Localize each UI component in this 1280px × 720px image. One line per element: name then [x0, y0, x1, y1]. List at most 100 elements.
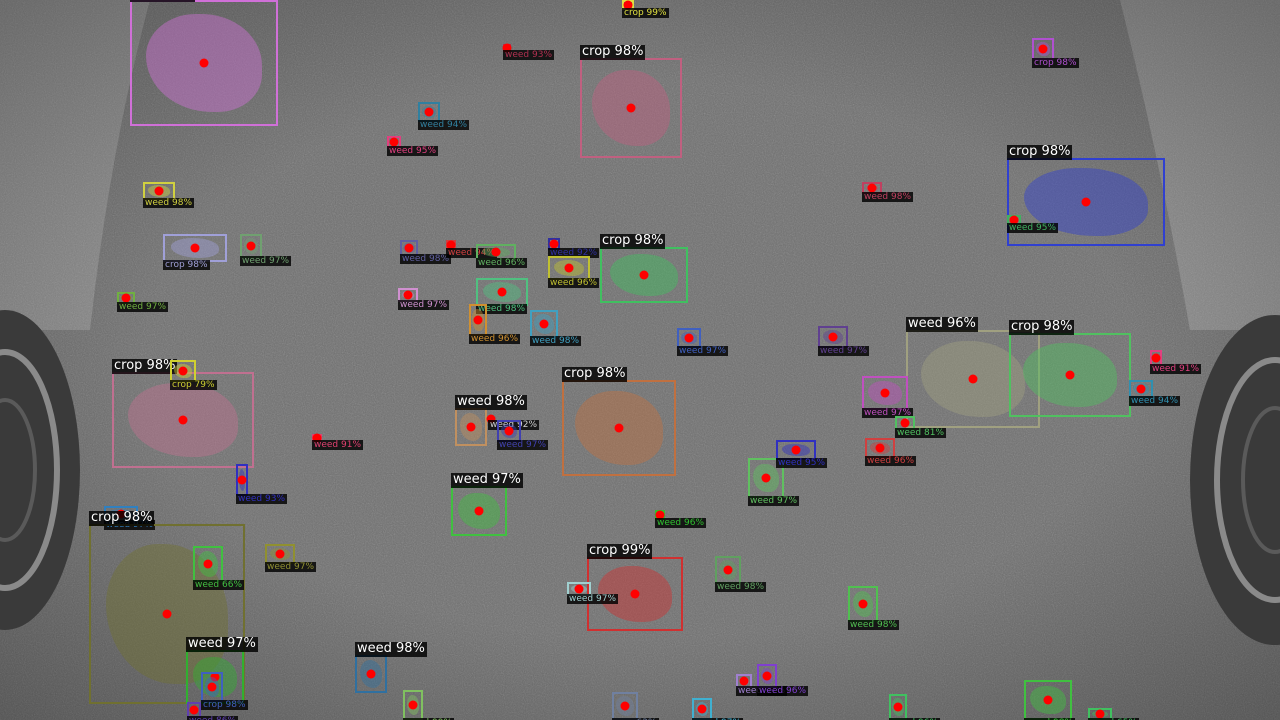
detection-box-crop: crop 98% [580, 44, 682, 158]
detection-box-weed: weed 97% [497, 420, 549, 451]
centroid-dot [828, 332, 838, 342]
centroid-dot [504, 426, 514, 436]
centroid-dot [1009, 215, 1019, 225]
centroid-dot [893, 702, 903, 712]
detection-label: crop 99% [622, 8, 669, 19]
detection-box-weed: weed 96% [469, 304, 521, 345]
detection-box-weed: weed 94% [1129, 380, 1181, 407]
detection-box-weed: weed 96% [889, 694, 941, 720]
centroid-dot [880, 388, 890, 398]
centroid-dot [404, 243, 414, 253]
detection-label: crop 98% [1007, 144, 1073, 160]
centroid-dot [723, 565, 733, 575]
centroid-dot [246, 241, 256, 251]
detection-box-weed: weed 97% [692, 698, 744, 720]
detection-label: weed 97% [265, 562, 317, 573]
detection-label: weed 93% [503, 50, 555, 61]
detection-box-crop: crop 98% [163, 234, 227, 271]
detection-label: weed 97% [451, 472, 523, 488]
detection-label: weed 96% [889, 718, 941, 720]
centroid-dot [626, 103, 636, 113]
detection-label: weed 94% [1129, 396, 1181, 407]
detection-box-weed: weed 97% [748, 458, 800, 507]
centroid-dot [762, 671, 772, 681]
detection-box-weed: weed 92% [548, 238, 600, 259]
detection-box-weed: weed 98% [455, 394, 527, 446]
centroid-dot [639, 270, 649, 280]
detection-label: weed 96% [469, 334, 521, 345]
detection-box-weed: weed 98% [476, 278, 528, 315]
centroid-dot [1136, 384, 1146, 394]
detection-label: weed 97% [748, 496, 800, 507]
centroid-dot [403, 290, 413, 300]
centroid-dot [389, 137, 399, 147]
detection-box-crop: crop 98% [130, 0, 278, 126]
detection-label: crop 98% [600, 233, 666, 249]
centroid-dot [875, 443, 885, 453]
detection-label: weed 97% [117, 302, 169, 313]
detection-label: weed 98% [1024, 718, 1076, 720]
detection-box-weed: weed 97% [736, 674, 788, 697]
centroid-dot [210, 672, 220, 682]
detection-label: weed 86% [187, 716, 239, 720]
detection-box-weed: weed 96% [865, 438, 917, 467]
detection-box-weed: weed 97% [117, 292, 169, 313]
detection-label: weed 98% [862, 192, 914, 203]
detection-box-weed: weed 94% [418, 102, 470, 131]
centroid-dot [968, 374, 978, 384]
centroid-dot [1081, 197, 1091, 207]
detection-label: weed 91% [312, 440, 364, 451]
detection-label: weed 98% [143, 198, 195, 209]
centroid-dot [791, 445, 801, 455]
detection-box-weed: weed 98% [848, 586, 900, 631]
detection-label: weed 98% [715, 582, 767, 593]
detection-label: crop 98% [130, 0, 196, 2]
detection-box-weed: weed 98% [862, 182, 914, 203]
detection-label: weed 98% [400, 254, 452, 265]
detection-box-weed: weed 97% [818, 326, 870, 357]
detection-label: crop 98% [201, 700, 248, 711]
detection-label: weed 98% [530, 336, 582, 347]
detection-label: weed 93% [236, 494, 288, 505]
centroid-dot [739, 676, 749, 686]
detection-label: weed 92% [548, 248, 600, 259]
detection-label: weed 94% [446, 248, 498, 259]
detection-box-weed: weed 98% [143, 182, 195, 209]
centroid-dot [154, 186, 164, 196]
centroid-dot [623, 0, 633, 10]
right-wheel [1190, 315, 1280, 645]
detection-box-weed: weed 96% [757, 664, 809, 697]
detection-box-weed: weed 97% [862, 376, 914, 419]
detection-label: crop 98% [112, 358, 178, 374]
centroid-dot [1095, 709, 1105, 719]
centroid-dot [446, 240, 456, 250]
detection-label: weed 97% [692, 718, 744, 720]
centroid-dot [466, 422, 476, 432]
detection-box-weed: weed 95% [1007, 215, 1059, 234]
detection-label: weed 97% [677, 346, 729, 357]
centroid-dot [761, 473, 771, 483]
detection-label: weed 97% [567, 594, 619, 605]
detection-box-crop: crop 98% [1009, 319, 1131, 417]
detection-label: weed 98% [455, 394, 527, 410]
detection-box-weed: weed 86% [187, 702, 239, 720]
detection-label: weed 97% [497, 440, 549, 451]
detection-box-weed: weed 97% [567, 582, 619, 605]
detection-box-weed: weed 99% [403, 690, 455, 720]
detection-label: weed 95% [776, 458, 828, 469]
detection-label: weed 91% [1150, 364, 1202, 375]
detection-box-weed: weed 97% [398, 288, 450, 311]
detection-label: weed 92% [488, 420, 540, 431]
detection-box-weed: weed 95% [776, 440, 828, 469]
centroid-dot [614, 423, 624, 433]
detection-label: crop 98% [89, 510, 155, 526]
centroid-dot [424, 107, 434, 117]
detection-label: weed 98% [848, 620, 900, 631]
centroid-dot [408, 700, 418, 710]
detection-label: weed 95% [387, 146, 439, 157]
detection-label: weed 97% [818, 346, 870, 357]
detection-label: weed 96% [865, 456, 917, 467]
detection-box-weed: weed 98% [1024, 680, 1076, 720]
